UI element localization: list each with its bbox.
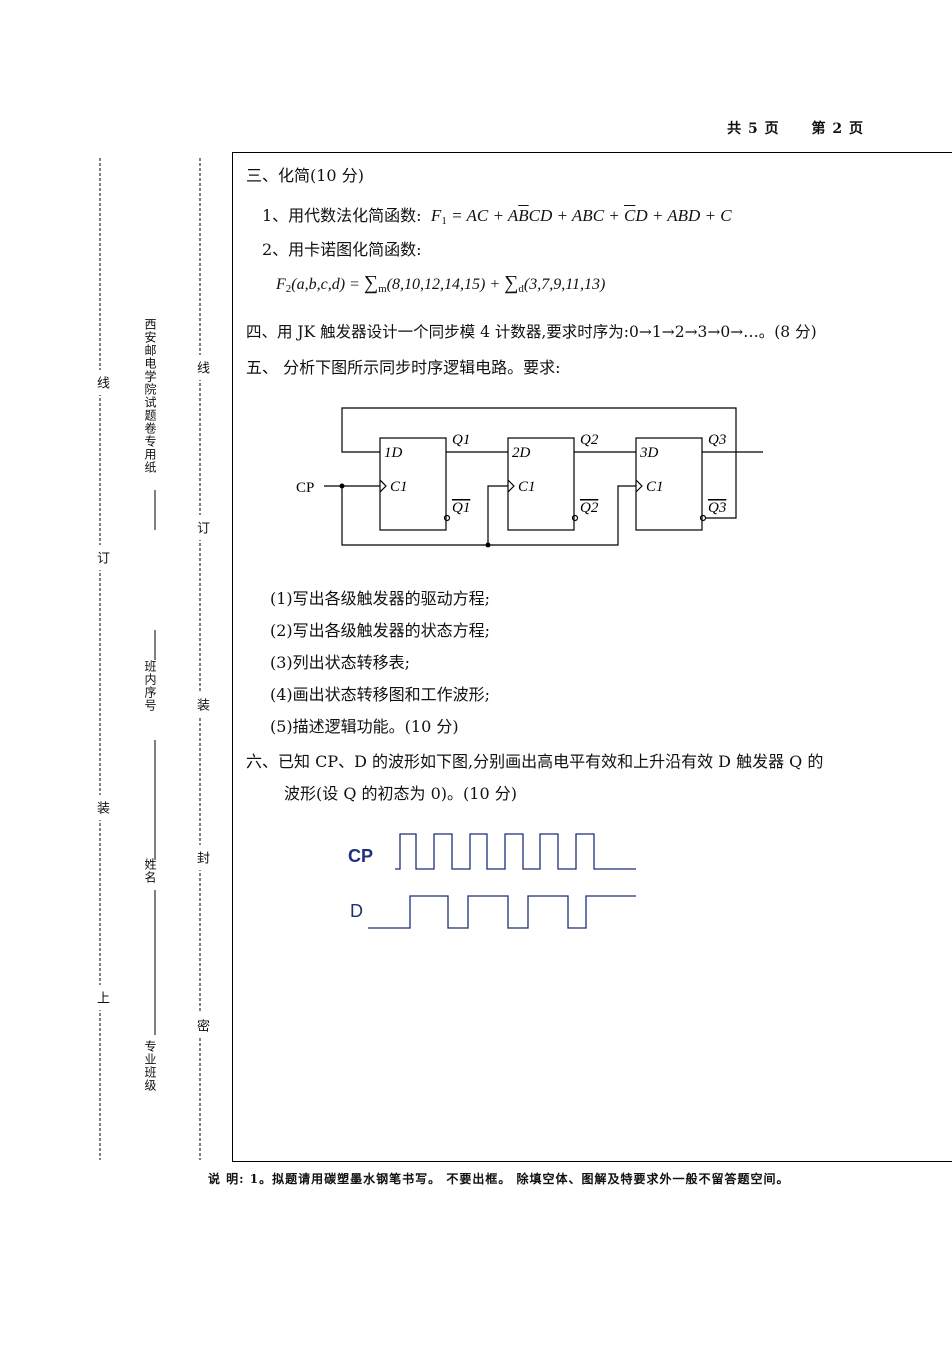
content-frame [232,152,952,1162]
ff3-box [635,437,703,531]
inner-char-seal: 封 [192,845,211,870]
ff2-qn-label: Q2 [580,500,599,516]
cp-waveform [395,833,636,870]
ff1-qn-label: Q1 [452,500,470,516]
fold-char-bind: 装 [92,795,111,820]
formula-f2: F2(a,b,c,d) = ∑m(8,10,12,14,15) + ∑d(3,7… [276,272,606,295]
name-label: 姓名 [143,858,157,884]
ff2-box [507,437,575,531]
section3-item2: 2、用卡诺图化简函数: [262,240,422,259]
inner-char-bind: 装 [192,692,211,717]
ff1-q-label: Q1 [452,432,470,448]
ff1-c-label: C1 [390,479,408,495]
section6-line2: 波形(设 Q 的初态为 0)。(10 分) [284,784,517,803]
section3-item1: 1、用代数法化简函数: F1 = AC + ABCD + ABC + CD + … [262,202,732,227]
current-page: 第 2 页 [811,121,864,137]
d-waveform-label: D [350,901,363,921]
total-pages: 共 5 页 [727,121,780,137]
inner-char-line: 线 [192,355,211,380]
ff3-qn-label: Q3 [708,500,726,516]
requirement-4: (4)画出状态转移图和工作波形; [270,685,491,704]
ff3-d-label: 3D [639,445,659,461]
section6-line1: 六、已知 CP、D 的波形如下图,分别画出高电平有效和上升沿有效 D 触发器 Q… [246,752,824,771]
requirement-1: (1)写出各级触发器的驱动方程; [270,589,491,608]
page-header: 共 5 页 第 2 页 [701,118,864,138]
ff2-c-label: C1 [518,479,536,495]
class-number-label: 班内序号 [143,660,157,712]
ff1-box [379,437,447,531]
waveform-diagram: CP D [348,833,636,929]
footer-note: 说 明: 1。拟题请用碳塑墨水钢笔书写。 不要出框。 除填空体、图解及特要求外一… [208,1172,790,1186]
section3-item1-text: 1、用代数法化简函数: [262,206,422,225]
requirement-3: (3)列出状态转移表; [270,653,411,672]
ff3-c-label: C1 [646,479,664,495]
cp-waveform-label: CP [348,846,373,866]
section5-title: 五、 分析下图所示同步时序逻辑电路。要求: [246,358,561,377]
requirement-5: (5)描述逻辑功能。(10 分) [270,717,459,736]
ff1-d-label: 1D [384,445,403,461]
inner-char-order: 订 [192,515,211,540]
section3-title: 三、化简(10 分) [246,166,364,185]
inner-char-secret: 密 [192,1013,211,1038]
major-class-label: 专业班级 [143,1040,157,1092]
section4-text: 四、用 JK 触发器设计一个同步模 4 计数器,要求时序为:0→1→2→3→0→… [246,323,817,341]
requirement-2: (2)写出各级触发器的状态方程; [270,621,491,640]
ff3-q-label: Q3 [708,432,726,448]
fold-char-order: 订 [92,545,111,570]
ff2-d-label: 2D [512,445,531,461]
d-waveform [368,895,636,929]
ff2-q-label: Q2 [580,432,599,448]
formula-f1: F1 = AC + ABCD + ABC + CD + ABD + C [426,206,732,227]
circuit-diagram: CP 1D C1 2D C1 3D C1 Q1 Q2 Q3 Q1 Q2 Q3 [296,407,763,548]
fold-char-line: 线 [92,370,111,395]
cp-input-label: CP [296,480,314,496]
paper-title-label: 西安邮电学院试题卷专用纸 [143,318,157,474]
fold-char-top: 上 [92,985,111,1010]
